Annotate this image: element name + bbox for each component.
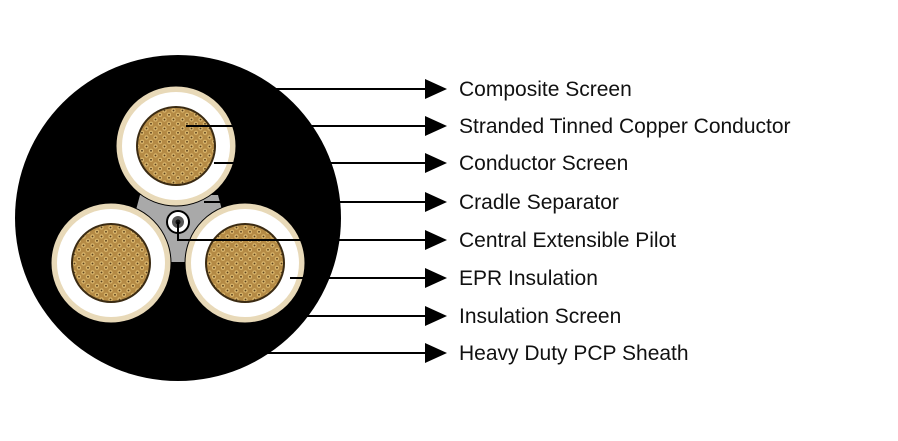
arrow-icon	[425, 153, 447, 173]
arrow-icon	[425, 343, 447, 363]
central-extensible-pilot	[166, 210, 190, 234]
label-insulation-screen: Insulation Screen	[459, 305, 621, 328]
label-central-extensible-pilot: Central Extensible Pilot	[459, 229, 676, 252]
arrow-icon	[425, 79, 447, 99]
stranded-conductor	[138, 108, 214, 184]
core-top	[115, 85, 237, 207]
arrow-icon	[425, 268, 447, 288]
label-epr-insulation: EPR Insulation	[459, 267, 598, 290]
core-bottom-left	[50, 202, 172, 324]
arrow-icon	[425, 230, 447, 250]
label-cradle-separator: Cradle Separator	[459, 191, 619, 214]
label-stranded-tinned-copper-conductor: Stranded Tinned Copper Conductor	[459, 115, 791, 138]
core-bottom-right	[184, 202, 306, 324]
leader-line-central-pilot	[177, 222, 432, 241]
arrow-icon	[425, 306, 447, 326]
callout-group: Composite Screen Stranded Tinned Copper …	[177, 78, 791, 365]
arrow-icon	[425, 192, 447, 212]
arrow-icon	[425, 116, 447, 136]
stranded-conductor	[207, 225, 283, 301]
stranded-conductor	[73, 225, 149, 301]
label-composite-screen: Composite Screen	[459, 78, 632, 101]
label-heavy-duty-pcp-sheath: Heavy Duty PCP Sheath	[459, 342, 689, 365]
label-conductor-screen: Conductor Screen	[459, 152, 628, 175]
